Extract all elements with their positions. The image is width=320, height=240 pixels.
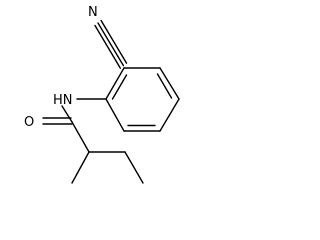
- ring-inner-double-bond: [156, 73, 173, 99]
- n-carbonyl-bond: [61, 105, 73, 123]
- nitrile-nitrogen-label: N: [88, 5, 98, 20]
- chain-bond: [71, 121, 90, 153]
- chain-bond: [124, 151, 144, 184]
- carbonyl-oxygen-label: O: [24, 115, 34, 130]
- ring-bond: [159, 67, 180, 100]
- ring-bond: [105, 98, 125, 132]
- amide-nh-label: HN: [53, 93, 73, 108]
- carbonyl-double-bond: [42, 117, 73, 125]
- ring-inner-double-bond: [111, 74, 128, 100]
- benzene-ring: [105, 67, 180, 132]
- ring-bond: [159, 98, 180, 132]
- nitrile-triple-bond: [94, 19, 128, 69]
- molecule-structure: N HN O: [24, 5, 180, 184]
- ring-bond: [105, 67, 125, 100]
- structure-canvas: N HN O: [24, 5, 180, 184]
- methyl-bond: [71, 151, 90, 184]
